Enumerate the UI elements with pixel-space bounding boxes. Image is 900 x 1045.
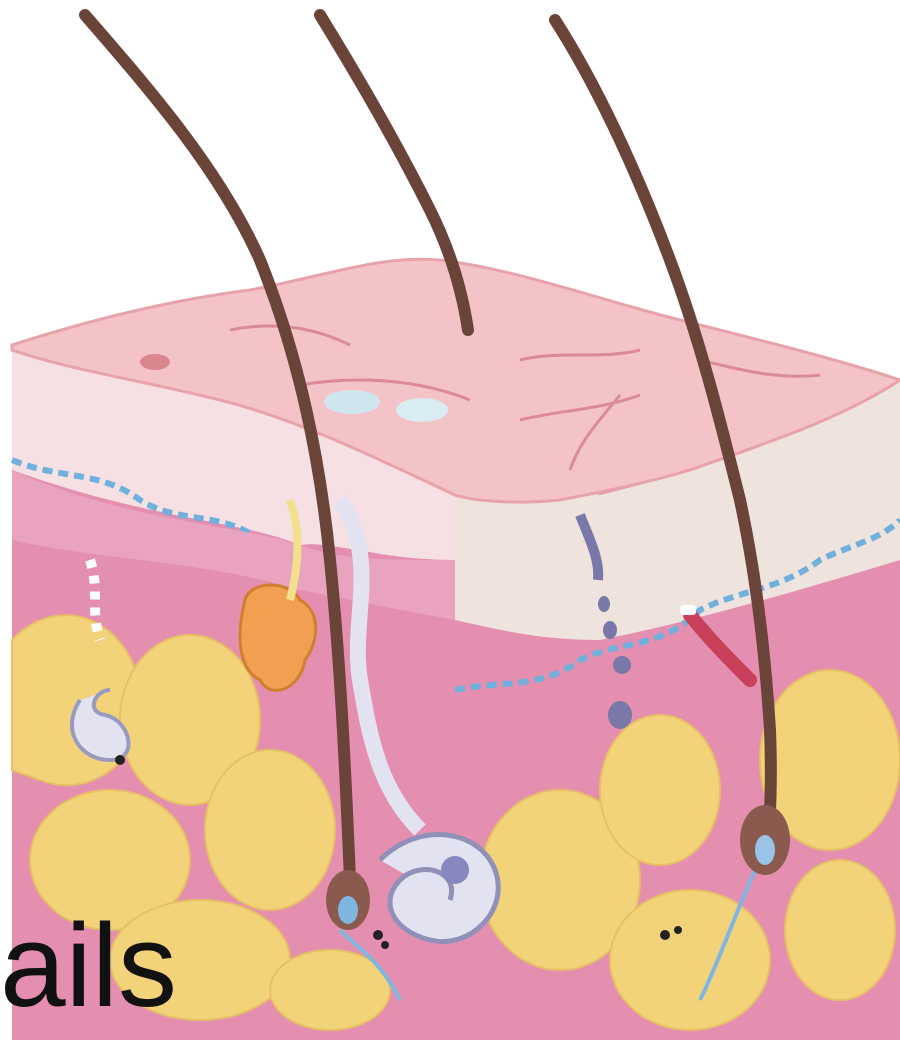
sweat-pore-1 [324, 390, 380, 414]
caption-text: ails [0, 896, 177, 1036]
pore [140, 354, 170, 370]
sweat-pore-2 [396, 398, 448, 422]
nerve-ending [680, 605, 696, 615]
